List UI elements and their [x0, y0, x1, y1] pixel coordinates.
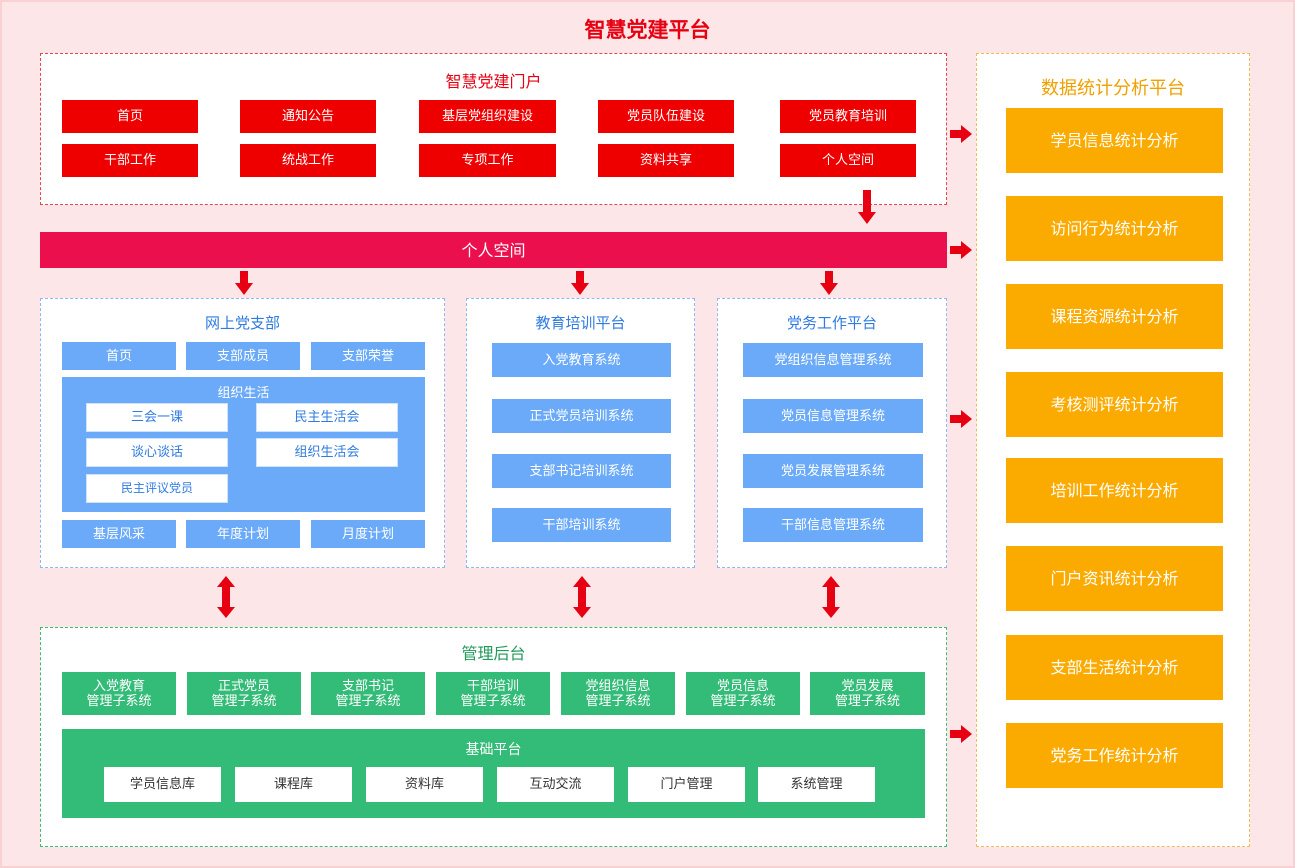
- admin-sub-member-info[interactable]: 党员信息管理子系统: [686, 672, 800, 715]
- org-life-title: 组织生活: [217, 386, 270, 401]
- arrow-down-icon: [820, 271, 838, 295]
- personal-space-bar[interactable]: 个人空间: [40, 232, 947, 268]
- affairs-title: 党务工作平台: [786, 314, 877, 332]
- affairs-member-info[interactable]: 党员信息管理系统: [743, 399, 923, 433]
- arrow-updown-icon: [217, 576, 235, 618]
- admin-sub-label: 支部书记: [341, 678, 394, 694]
- org-life-group: 组织生活 三会一课 民主生活会 谈心谈话 组织生活会 民主评议党员: [62, 377, 425, 512]
- admin-sub-label: 管理子系统: [86, 693, 152, 709]
- admin-sub-member-dev[interactable]: 党员发展管理子系统: [810, 672, 925, 715]
- edu-join-party[interactable]: 入党教育系统: [492, 343, 671, 377]
- base-platform-title: 基础平台: [465, 742, 522, 758]
- stats-training-work[interactable]: 培训工作统计分析: [1006, 458, 1223, 523]
- portal-item-special[interactable]: 专项工作: [419, 144, 556, 177]
- branch-members[interactable]: 支部成员: [186, 342, 300, 370]
- branch-monthly-plan[interactable]: 月度计划: [311, 520, 425, 548]
- stats-course-resources[interactable]: 课程资源统计分析: [1006, 284, 1223, 349]
- admin-section: 管理后台 入党教育管理子系统 正式党员管理子系统 支部书记管理子系统 干部培训管…: [40, 627, 947, 847]
- admin-sub-label: 管理子系统: [460, 693, 526, 709]
- edu-secretary[interactable]: 支部书记培训系统: [492, 454, 671, 488]
- portal-item-resources[interactable]: 资料共享: [598, 144, 734, 177]
- arrow-right-icon: [950, 241, 972, 259]
- arrow-updown-icon: [573, 576, 591, 618]
- admin-sub-label: 党员信息: [716, 678, 769, 694]
- affairs-cadre-info[interactable]: 干部信息管理系统: [743, 508, 923, 542]
- portal-item-notices[interactable]: 通知公告: [240, 100, 376, 133]
- stats-access-behavior[interactable]: 访问行为统计分析: [1006, 196, 1223, 261]
- portal-item-home[interactable]: 首页: [62, 100, 198, 133]
- portal-item-personal[interactable]: 个人空间: [780, 144, 916, 177]
- portal-title: 智慧党建门户: [445, 72, 542, 91]
- arrow-right-icon: [950, 125, 972, 143]
- base-interaction[interactable]: 互动交流: [497, 767, 614, 802]
- stats-party-affairs[interactable]: 党务工作统计分析: [1006, 723, 1223, 788]
- branch-title: 网上党支部: [204, 314, 280, 332]
- org-life-three-meetings[interactable]: 三会一课: [86, 403, 228, 432]
- edu-cadre[interactable]: 干部培训系统: [492, 508, 671, 542]
- arrow-down-icon: [571, 271, 589, 295]
- stats-portal-news[interactable]: 门户资讯统计分析: [1006, 546, 1223, 611]
- org-life-heart-talk[interactable]: 谈心谈话: [86, 438, 228, 467]
- admin-sub-label: 党员发展: [841, 678, 894, 694]
- affairs-member-dev[interactable]: 党员发展管理系统: [743, 454, 923, 488]
- branch-section: 网上党支部 首页 支部成员 支部荣誉 组织生活 三会一课 民主生活会 谈心谈话 …: [40, 298, 445, 568]
- portal-item-education[interactable]: 党员教育培训: [780, 100, 916, 133]
- admin-sub-cadre[interactable]: 干部培训管理子系统: [436, 672, 550, 715]
- stats-assessment[interactable]: 考核测评统计分析: [1006, 372, 1223, 437]
- portal-section: 智慧党建门户 首页 通知公告 基层党组织建设 党员队伍建设 党员教育培训 干部工…: [40, 53, 947, 205]
- education-section: 教育培训平台 入党教育系统 正式党员培训系统 支部书记培训系统 干部培训系统: [466, 298, 695, 568]
- portal-item-member-building[interactable]: 党员队伍建设: [598, 100, 734, 133]
- admin-sub-join[interactable]: 入党教育管理子系统: [62, 672, 176, 715]
- portal-item-cadre[interactable]: 干部工作: [62, 144, 198, 177]
- admin-sub-label: 党组织信息: [585, 678, 651, 694]
- admin-sub-full-member[interactable]: 正式党员管理子系统: [187, 672, 301, 715]
- admin-sub-label: 管理子系统: [710, 693, 776, 709]
- branch-grassroots[interactable]: 基层风采: [62, 520, 176, 548]
- arrow-updown-icon: [822, 576, 840, 618]
- branch-honors[interactable]: 支部荣誉: [311, 342, 425, 370]
- portal-item-united-front[interactable]: 统战工作: [240, 144, 376, 177]
- portal-item-org-building[interactable]: 基层党组织建设: [419, 100, 556, 133]
- arrow-down-icon: [858, 190, 876, 224]
- affairs-org-info[interactable]: 党组织信息管理系统: [743, 343, 923, 377]
- admin-sub-label: 管理子系统: [834, 693, 900, 709]
- stats-title: 数据统计分析平台: [1041, 78, 1185, 99]
- base-system-mgmt[interactable]: 系统管理: [758, 767, 875, 802]
- admin-sub-label: 干部培训: [466, 678, 519, 694]
- base-portal-mgmt[interactable]: 门户管理: [628, 767, 745, 802]
- admin-sub-label: 管理子系统: [211, 693, 277, 709]
- admin-sub-label: 入党教育: [92, 678, 145, 694]
- admin-sub-secretary[interactable]: 支部书记管理子系统: [311, 672, 425, 715]
- branch-home[interactable]: 首页: [62, 342, 176, 370]
- arrow-right-icon: [950, 725, 972, 743]
- admin-sub-label: 管理子系统: [335, 693, 401, 709]
- page-title: 智慧党建平台: [584, 18, 711, 42]
- stats-branch-life[interactable]: 支部生活统计分析: [1006, 635, 1223, 700]
- org-life-democratic-meeting[interactable]: 民主生活会: [256, 403, 398, 432]
- stats-student-info[interactable]: 学员信息统计分析: [1006, 108, 1223, 173]
- edu-full-member[interactable]: 正式党员培训系统: [492, 399, 671, 433]
- affairs-section: 党务工作平台 党组织信息管理系统 党员信息管理系统 党员发展管理系统 干部信息管…: [717, 298, 947, 568]
- admin-sub-label: 管理子系统: [585, 693, 651, 709]
- org-life-meeting[interactable]: 组织生活会: [256, 438, 398, 467]
- base-student-db[interactable]: 学员信息库: [104, 767, 221, 802]
- stats-section: 数据统计分析平台 学员信息统计分析 访问行为统计分析 课程资源统计分析 考核测评…: [976, 53, 1250, 847]
- arrow-down-icon: [235, 271, 253, 295]
- base-platform-group: 基础平台 学员信息库 课程库 资料库 互动交流 门户管理 系统管理: [62, 729, 925, 818]
- arrow-right-icon: [950, 410, 972, 428]
- admin-title: 管理后台: [461, 644, 526, 663]
- base-resource-db[interactable]: 资料库: [366, 767, 483, 802]
- admin-sub-org-info[interactable]: 党组织信息管理子系统: [561, 672, 675, 715]
- base-course-db[interactable]: 课程库: [235, 767, 352, 802]
- admin-sub-label: 正式党员: [217, 678, 270, 694]
- branch-annual-plan[interactable]: 年度计划: [186, 520, 300, 548]
- education-title: 教育培训平台: [535, 314, 626, 332]
- org-life-member-review[interactable]: 民主评议党员: [86, 474, 228, 503]
